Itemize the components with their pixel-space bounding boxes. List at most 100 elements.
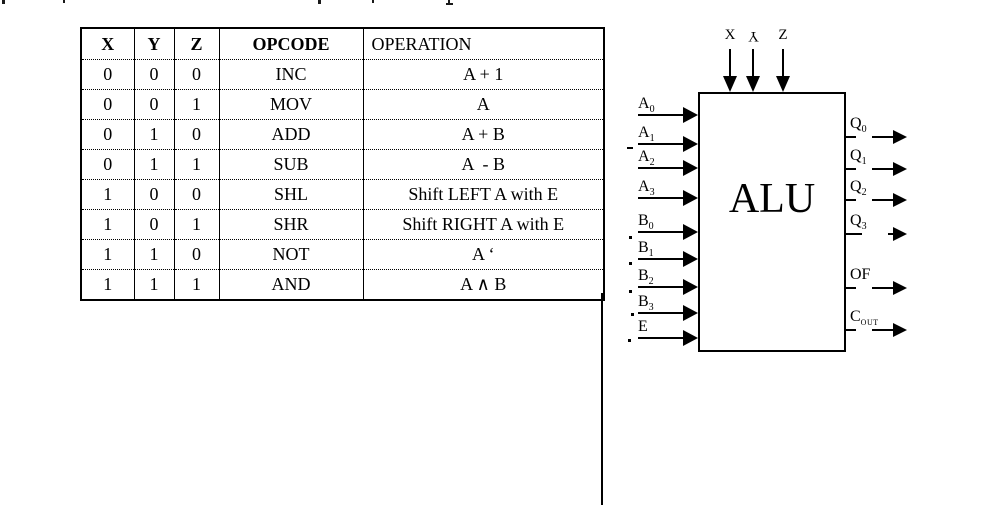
table-row: 0 0 1 MOV A xyxy=(81,89,604,120)
table-cell-opcode: INC xyxy=(218,59,363,90)
table-cell: 0 xyxy=(81,149,134,180)
output-cout-label: COUT xyxy=(850,308,879,328)
col-header-y: Y xyxy=(133,28,174,60)
arrow-right-icon xyxy=(683,251,698,267)
arrow-right-icon xyxy=(683,136,698,152)
top-input-y-label: Y xyxy=(747,28,759,44)
table-cell-opcode: SUB xyxy=(218,149,363,180)
input-b1-label: B1 xyxy=(638,239,654,260)
wire xyxy=(888,233,894,235)
wire xyxy=(872,199,894,201)
table-cell: 1 xyxy=(173,269,219,300)
table-cell-operation: Shift RIGHT A with E xyxy=(362,209,604,240)
table-cell: 1 xyxy=(133,269,174,300)
wire xyxy=(638,258,684,260)
col-header-z: Z xyxy=(173,28,219,60)
input-a3: A3 xyxy=(626,178,698,208)
table-cell: 0 xyxy=(133,209,174,240)
input-e-label: E xyxy=(638,318,648,335)
wire xyxy=(752,49,754,77)
clipped-text-fragment xyxy=(63,0,65,3)
table-cell-opcode: AND xyxy=(218,269,363,300)
wire xyxy=(638,167,684,169)
wire xyxy=(872,287,894,289)
output-q3: Q3 xyxy=(846,212,916,242)
input-b0-label: B0 xyxy=(638,212,654,233)
input-e: E xyxy=(626,318,698,348)
table-cell-opcode: ADD xyxy=(218,119,363,150)
table-cell-operation: A ‘ xyxy=(362,239,604,270)
table-cell: 1 xyxy=(81,179,134,210)
arrow-right-icon xyxy=(893,130,907,144)
col-header-opcode: OPCODE xyxy=(218,28,363,60)
alu-block: ALU xyxy=(698,92,846,352)
input-a0-label: A0 xyxy=(638,95,655,116)
col-header-operation: OPERATION xyxy=(362,28,604,60)
input-a0: A0 xyxy=(626,95,698,125)
input-b1: B1 xyxy=(626,239,698,269)
clipped-text-fragment xyxy=(2,0,5,4)
opcode-table: X Y Z OPCODE OPERATION 0 0 0 INC A + 1 0… xyxy=(80,27,605,301)
input-b2-label: B2 xyxy=(638,267,654,288)
table-cell-operation: A xyxy=(362,89,604,120)
table-cell-operation: A + B xyxy=(362,119,604,150)
table-cell: 0 xyxy=(133,179,174,210)
arrow-right-icon xyxy=(683,224,698,240)
wire xyxy=(872,136,894,138)
arrow-right-icon xyxy=(893,193,907,207)
table-cell: 0 xyxy=(173,119,219,150)
alu-block-label: ALU xyxy=(728,176,816,222)
input-a1-label: A1 xyxy=(638,124,655,145)
clipped-text-fragment xyxy=(372,0,374,3)
top-input-z-label: Z xyxy=(778,27,788,43)
table-cell: 1 xyxy=(173,89,219,120)
wire xyxy=(846,136,856,138)
arrow-right-icon xyxy=(683,279,698,295)
wire xyxy=(846,329,856,331)
wire xyxy=(846,199,856,201)
table-cell: 1 xyxy=(173,209,219,240)
table-row: 1 0 1 SHR Shift RIGHT A with E xyxy=(81,209,604,240)
wire xyxy=(638,231,684,233)
wire xyxy=(846,287,856,289)
table-cell: 1 xyxy=(81,239,134,270)
wire xyxy=(782,49,784,77)
arrow-right-icon xyxy=(893,281,907,295)
clipped-text-fragment xyxy=(318,0,321,4)
ink-dot xyxy=(629,290,632,293)
wire xyxy=(638,337,684,339)
table-row: 0 1 0 ADD A + B xyxy=(81,119,604,150)
wire xyxy=(638,143,684,145)
top-input-z: Z xyxy=(772,27,794,93)
input-b3: B3 xyxy=(626,293,698,323)
table-cell-operation: A - B xyxy=(362,149,604,180)
output-q2: Q2 xyxy=(846,178,916,208)
arrow-down-icon xyxy=(776,76,790,92)
table-cell-opcode: MOV xyxy=(218,89,363,120)
top-input-x-label: X xyxy=(724,27,736,43)
table-cell: 0 xyxy=(81,119,134,150)
table-cell-opcode: NOT xyxy=(218,239,363,270)
input-a3-label: A3 xyxy=(638,178,655,199)
wire xyxy=(846,233,862,235)
ink-dot xyxy=(627,147,633,149)
wire xyxy=(638,114,684,116)
table-cell: 0 xyxy=(133,89,174,120)
table-cell: 0 xyxy=(81,59,134,90)
output-q3-label: Q3 xyxy=(850,212,867,233)
input-b3-label: B3 xyxy=(638,293,654,314)
table-cell: 1 xyxy=(173,149,219,180)
output-q1: Q1 xyxy=(846,147,916,177)
col-header-x: X xyxy=(101,33,115,54)
wire xyxy=(872,168,894,170)
ink-dot xyxy=(631,313,634,316)
output-q1-label: Q1 xyxy=(850,147,867,168)
wire xyxy=(846,168,856,170)
arrow-right-icon xyxy=(683,190,698,206)
wire xyxy=(729,49,731,77)
wire xyxy=(638,286,684,288)
table-cell: 0 xyxy=(173,59,219,90)
table-row: 1 1 0 NOT A ‘ xyxy=(81,239,604,270)
arrow-right-icon xyxy=(683,160,698,176)
